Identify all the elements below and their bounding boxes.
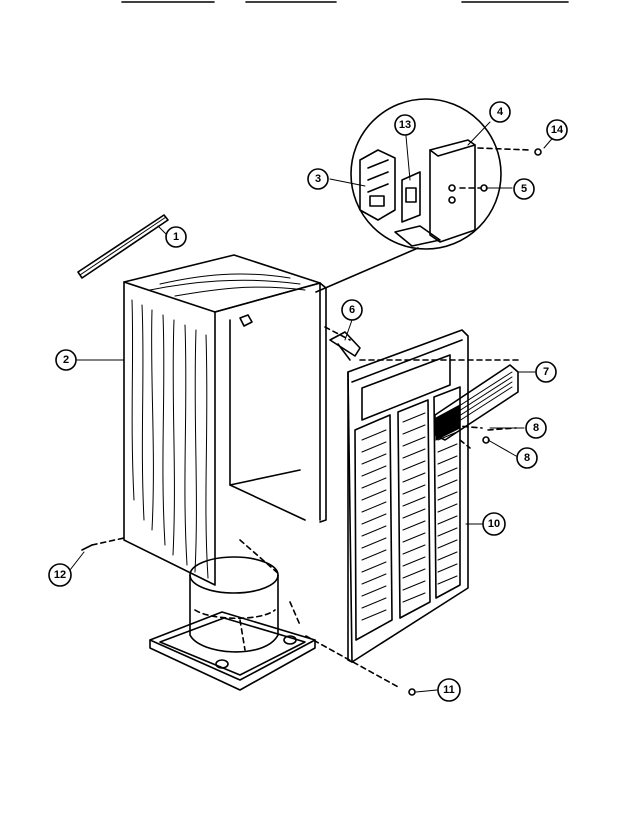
callout-label: 7 bbox=[543, 366, 549, 378]
callout-label: 12 bbox=[54, 569, 66, 581]
callout-label: 2 bbox=[63, 354, 69, 366]
callout-label: 8 bbox=[533, 422, 539, 434]
inset-detail bbox=[315, 98, 531, 293]
callout-label: 10 bbox=[488, 518, 500, 530]
projection-lines bbox=[91, 326, 521, 689]
callout-3: 3 bbox=[307, 168, 329, 190]
callout-11: 11 bbox=[437, 678, 461, 702]
callout-2: 2 bbox=[55, 349, 77, 371]
callout-label: 4 bbox=[497, 106, 504, 118]
callout-8-upper: 8 bbox=[525, 417, 547, 439]
callout-label: 5 bbox=[521, 183, 527, 195]
base-and-compressor bbox=[149, 539, 316, 691]
callout-label: 1 bbox=[173, 231, 179, 243]
callout-5: 5 bbox=[513, 178, 535, 200]
louvers-middle bbox=[402, 412, 426, 603]
callout-label: 14 bbox=[551, 124, 564, 136]
front-grille-panel bbox=[347, 329, 469, 663]
wood-grain bbox=[131, 273, 306, 579]
callout-8-lower: 8 bbox=[516, 447, 538, 469]
trim-strip bbox=[77, 214, 169, 279]
control-panel bbox=[434, 364, 519, 441]
callout-label: 8 bbox=[524, 452, 530, 464]
callout-label: 11 bbox=[443, 684, 455, 696]
callout-13: 13 bbox=[394, 114, 416, 136]
callout-label: 6 bbox=[349, 304, 355, 316]
callout-4: 4 bbox=[489, 101, 511, 123]
callout-6: 6 bbox=[341, 299, 363, 321]
bracket bbox=[329, 331, 361, 361]
callout-14: 14 bbox=[546, 119, 568, 141]
leader-lines bbox=[69, 121, 557, 693]
callout-1: 1 bbox=[165, 226, 187, 248]
louvers-right bbox=[437, 431, 458, 585]
callout-12: 12 bbox=[48, 563, 72, 587]
cabinet-shell bbox=[123, 254, 327, 586]
callout-7: 7 bbox=[535, 361, 557, 383]
callout-label: 3 bbox=[315, 173, 321, 185]
callout-label: 13 bbox=[399, 119, 411, 131]
louvers-left bbox=[361, 429, 387, 621]
callout-10: 10 bbox=[482, 512, 506, 536]
